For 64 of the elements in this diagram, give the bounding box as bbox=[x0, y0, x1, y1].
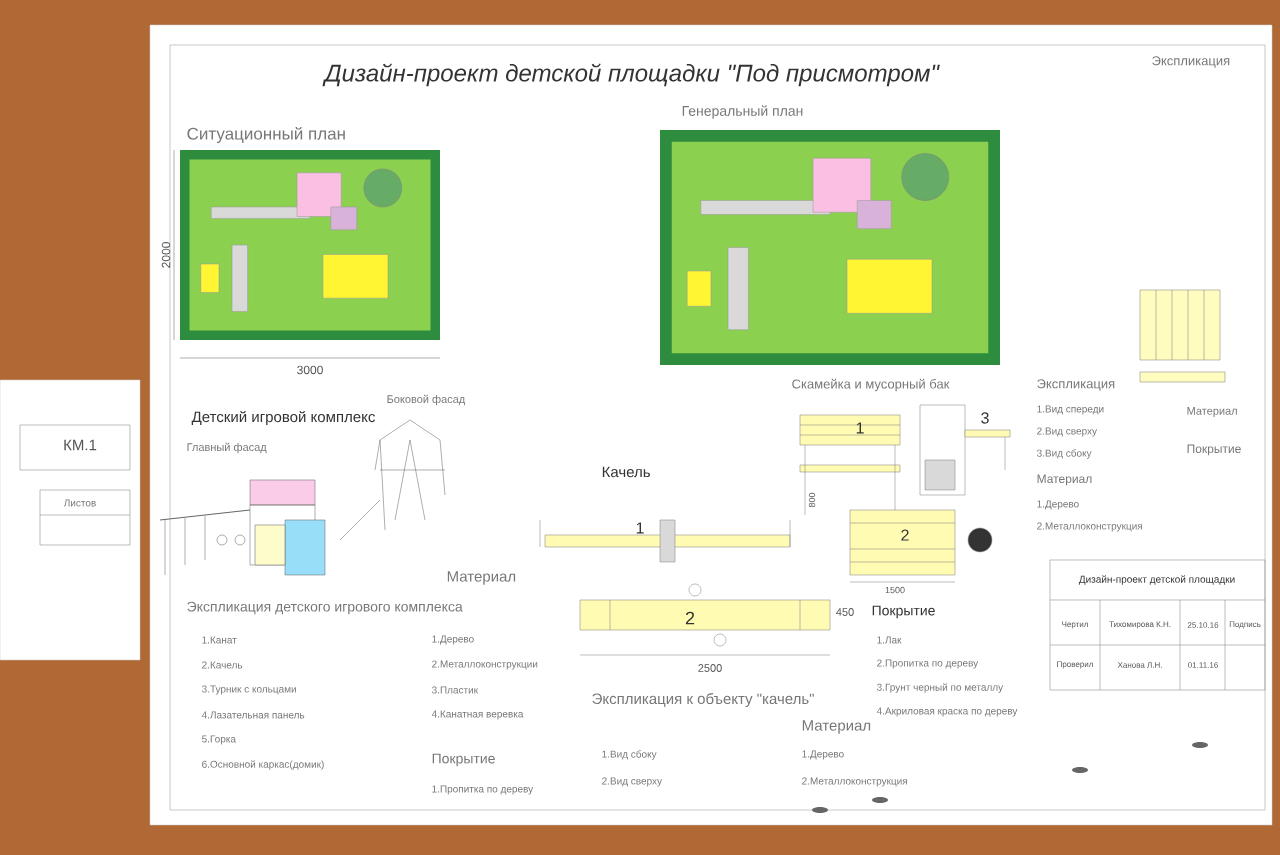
table-cell: Дизайн-проект детской площадки bbox=[1078, 575, 1235, 585]
section-heading: Материал bbox=[802, 720, 871, 734]
list-item: 2.Металлоконструкция bbox=[802, 777, 907, 787]
callout-number: 2 bbox=[685, 611, 695, 625]
table-cell: Тихомирова К.Н. bbox=[1109, 621, 1171, 629]
section-heading: Боковой фасад bbox=[387, 394, 466, 406]
callout-number: 1 bbox=[636, 522, 644, 534]
list-item: 4.Акриловая краска по дереву bbox=[876, 707, 1018, 717]
list-item: 1.Лак bbox=[877, 636, 902, 644]
list-item: 3.Пластик bbox=[432, 686, 479, 694]
list-item: 5.Горка bbox=[202, 735, 236, 745]
section-heading: Экспликация bbox=[1037, 379, 1115, 391]
sheet-code: КМ.1 bbox=[64, 439, 97, 451]
list-item: 2.Качель bbox=[202, 661, 243, 669]
table-cell: 01.11.16 bbox=[1188, 662, 1218, 668]
section-heading: Экспликация к объекту "качель" bbox=[592, 692, 814, 708]
dimension-label: 800 bbox=[808, 492, 816, 508]
section-heading: Генеральный план bbox=[682, 105, 803, 119]
table-cell: 25.10.16 bbox=[1187, 622, 1219, 628]
list-item: 1.Пропитка по дереву bbox=[432, 785, 534, 795]
list-item: 3.Вид сбоку bbox=[1037, 449, 1092, 459]
section-heading: Детский игровой комплекс bbox=[191, 410, 375, 426]
list-item: 2.Вид сверху bbox=[1037, 427, 1097, 437]
table-cell: Чертил bbox=[1062, 621, 1088, 629]
callout-number: 1 bbox=[856, 422, 864, 434]
list-item: 2.Вид сверху bbox=[602, 777, 662, 787]
dimension-label: 1500 bbox=[885, 586, 905, 594]
list-item: 3.Грунт черный по металлу bbox=[877, 683, 1004, 693]
section-heading: Качель bbox=[602, 466, 650, 478]
section-heading: Материал bbox=[1187, 407, 1237, 417]
section-heading: Материал bbox=[1037, 474, 1092, 486]
list-item: 1.Вид сбоку bbox=[602, 750, 657, 760]
callout-number: 2 bbox=[901, 529, 909, 541]
list-item: 1.Вид спереди bbox=[1037, 405, 1104, 415]
list-item: 4.Лазательная панель bbox=[201, 711, 305, 719]
dimension-label: 2500 bbox=[698, 664, 722, 672]
section-heading: Главный фасад bbox=[187, 442, 267, 454]
list-item: 4.Канатная веревка bbox=[431, 710, 524, 720]
section-heading: Покрытие bbox=[1187, 444, 1241, 456]
section-heading: Экспликация bbox=[1152, 56, 1230, 68]
table-cell: Проверил bbox=[1057, 661, 1093, 669]
dimension-label: 3000 bbox=[297, 365, 323, 375]
callout-number: 3 bbox=[981, 412, 989, 424]
table-cell: Ханова Л.Н. bbox=[1117, 662, 1162, 668]
table-cell: Подпись bbox=[1229, 621, 1261, 629]
table-cell: Листов bbox=[63, 499, 96, 507]
dimension-label: 450 bbox=[836, 608, 854, 616]
section-heading: Ситуационный план bbox=[187, 126, 345, 144]
title: Дизайн-проект детской площадки "Под присмотром" bbox=[322, 63, 940, 87]
section-heading: Экспликация детского игрового комплекса bbox=[187, 601, 463, 615]
list-item: 2.Пропитка по дереву bbox=[877, 659, 979, 669]
list-item: 1.Канат bbox=[202, 636, 237, 644]
section-heading: Материал bbox=[447, 571, 516, 585]
section-heading: Покрытие bbox=[872, 605, 935, 619]
list-item: 2.Металлоконструкции bbox=[432, 660, 538, 670]
section-heading: Покрытие bbox=[432, 753, 495, 767]
list-item: 3.Турник с кольцами bbox=[202, 685, 296, 695]
section-heading: Скамейка и мусорный бак bbox=[792, 378, 950, 392]
list-item: 2.Металлоконструкция bbox=[1037, 522, 1142, 532]
list-item: 1.Дерево bbox=[432, 635, 474, 645]
list-item: 1.Дерево bbox=[802, 750, 844, 760]
list-item: 6.Основной каркас(домик) bbox=[202, 760, 324, 770]
list-item: 1.Дерево bbox=[1037, 500, 1079, 510]
dimension-label: 2000 bbox=[161, 242, 171, 268]
